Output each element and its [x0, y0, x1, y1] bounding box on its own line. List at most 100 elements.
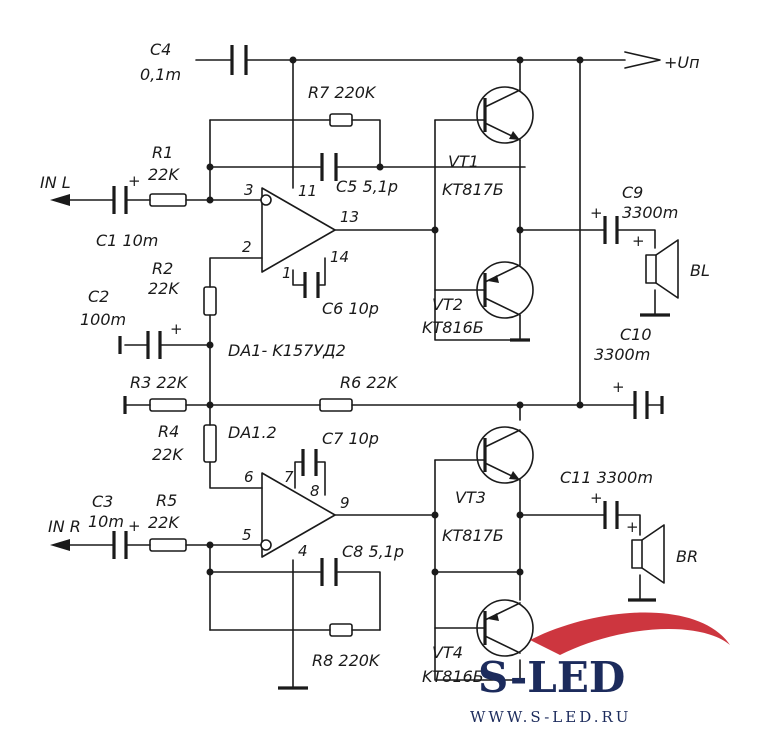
- plus-bl: +: [632, 232, 645, 250]
- label-r7: R7 220K: [308, 83, 377, 102]
- res-r7: [329, 113, 353, 127]
- res-r5: [149, 538, 187, 552]
- label-r3: R3 22K: [130, 373, 189, 392]
- pin-14: 14: [330, 248, 349, 266]
- label-c8: C8 5,1p: [342, 542, 404, 561]
- label-c2-val: 100m: [80, 310, 126, 329]
- label-c1: C1 10m: [96, 231, 158, 250]
- res-r3: [149, 398, 187, 412]
- transistor-vt2: [476, 261, 534, 319]
- label-r8: R8 220K: [312, 651, 381, 670]
- label-c9-val: 3300m: [622, 203, 678, 222]
- cap-c2: [146, 331, 162, 359]
- watermark: S-LED WWW.S-LED.RU: [470, 612, 730, 726]
- res-r6: [319, 398, 353, 412]
- pin-7: 7: [284, 468, 294, 486]
- plus-c3: +: [128, 517, 141, 535]
- cap-c6: [303, 272, 320, 298]
- resistors: [149, 113, 353, 637]
- cap-c3: [112, 531, 128, 559]
- cap-c11: [603, 501, 619, 529]
- res-r4: [203, 424, 217, 463]
- label-vt3: VT3: [455, 488, 486, 507]
- label-r4: R4: [158, 422, 179, 441]
- capacitors: [112, 45, 649, 586]
- res-r2: [203, 286, 217, 316]
- labels: C4 0,1m R7 220K R1 22K IN L C1 10m C5 5,…: [40, 40, 710, 686]
- label-r2-val: 22K: [148, 279, 180, 298]
- res-r8: [329, 623, 353, 637]
- label-vt3-type: KT817Б: [442, 526, 504, 545]
- cap-c1: [112, 186, 128, 214]
- label-c4: C4: [150, 40, 171, 59]
- label-c6: C6 10p: [322, 299, 379, 318]
- label-c3-val: 10m: [88, 512, 124, 531]
- label-r2: R2: [152, 259, 173, 278]
- label-bl: BL: [690, 261, 710, 280]
- label-da1: DA1- K157УД2: [228, 341, 346, 360]
- pin-3: 3: [244, 181, 254, 199]
- pin-11: 11: [298, 182, 317, 200]
- pin-5: 5: [242, 526, 252, 544]
- transistor-vt3: [476, 426, 534, 484]
- plus-c2: +: [170, 320, 183, 338]
- pin-13: 13: [340, 208, 359, 226]
- junctions: [206, 56, 584, 576]
- watermark-url: WWW.S-LED.RU: [470, 708, 631, 726]
- label-supply: +Uп: [664, 53, 700, 72]
- label-vt2: VT2: [432, 295, 463, 314]
- cap-c10: [633, 391, 649, 419]
- pin-6: 6: [244, 468, 254, 486]
- plus-c10: +: [612, 378, 625, 396]
- cap-c7: [301, 449, 318, 476]
- label-r6: R6 22K: [340, 373, 399, 392]
- watermark-swoosh: [530, 612, 730, 655]
- plus-br: +: [626, 518, 639, 536]
- label-vt1-type: KT817Б: [442, 180, 504, 199]
- label-r1-val: 22K: [148, 165, 180, 184]
- transistor-vt4: [476, 599, 534, 657]
- plus-c9: +: [590, 204, 603, 222]
- ground-bars: [118, 313, 670, 602]
- label-br: BR: [676, 547, 698, 566]
- pin-2: 2: [242, 238, 252, 256]
- label-c10-val: 3300m: [594, 345, 650, 364]
- label-c7: C7 10p: [322, 429, 379, 448]
- in-l-arrow: [50, 194, 70, 206]
- pin-8: 8: [310, 482, 320, 500]
- polarity-marks: + + + + + + + +: [128, 172, 645, 536]
- pin-1: 1: [282, 264, 292, 282]
- label-da12: DA1.2: [228, 423, 277, 442]
- pin-numbers: 3 11 13 2 1 14 6 7 8 9 5 4: [242, 181, 359, 560]
- pin-9: 9: [340, 494, 350, 512]
- opamp-da1: [260, 187, 336, 273]
- label-c5: C5 5,1p: [336, 177, 398, 196]
- label-in-r: IN R: [48, 517, 81, 536]
- label-c2: C2: [88, 287, 109, 306]
- pin-4: 4: [298, 542, 308, 560]
- res-r1: [149, 193, 187, 207]
- label-c10: C10: [620, 325, 652, 344]
- cap-c8: [320, 558, 338, 586]
- cap-c5: [320, 153, 338, 181]
- plus-c1: +: [128, 172, 141, 190]
- label-c4-val: 0,1m: [140, 65, 181, 84]
- label-in-l: IN L: [40, 173, 71, 192]
- watermark-logo: S-LED: [478, 653, 625, 702]
- label-r5: R5: [156, 491, 177, 510]
- label-c11: C11 3300m: [560, 468, 653, 487]
- speaker-br: [631, 524, 665, 584]
- speaker-bl: [645, 239, 679, 299]
- label-c9: C9: [622, 183, 643, 202]
- label-c3: C3: [92, 492, 113, 511]
- plus-c11: +: [590, 489, 603, 507]
- label-vt4: VT4: [432, 643, 463, 662]
- label-vt1: VT1: [448, 152, 479, 171]
- cap-c9: [603, 216, 619, 244]
- wires: [61, 51, 663, 690]
- label-r1: R1: [152, 143, 173, 162]
- in-r-arrow: [50, 539, 70, 551]
- label-vt2-type: KT816Б: [422, 318, 484, 337]
- label-r4-val: 22K: [152, 445, 184, 464]
